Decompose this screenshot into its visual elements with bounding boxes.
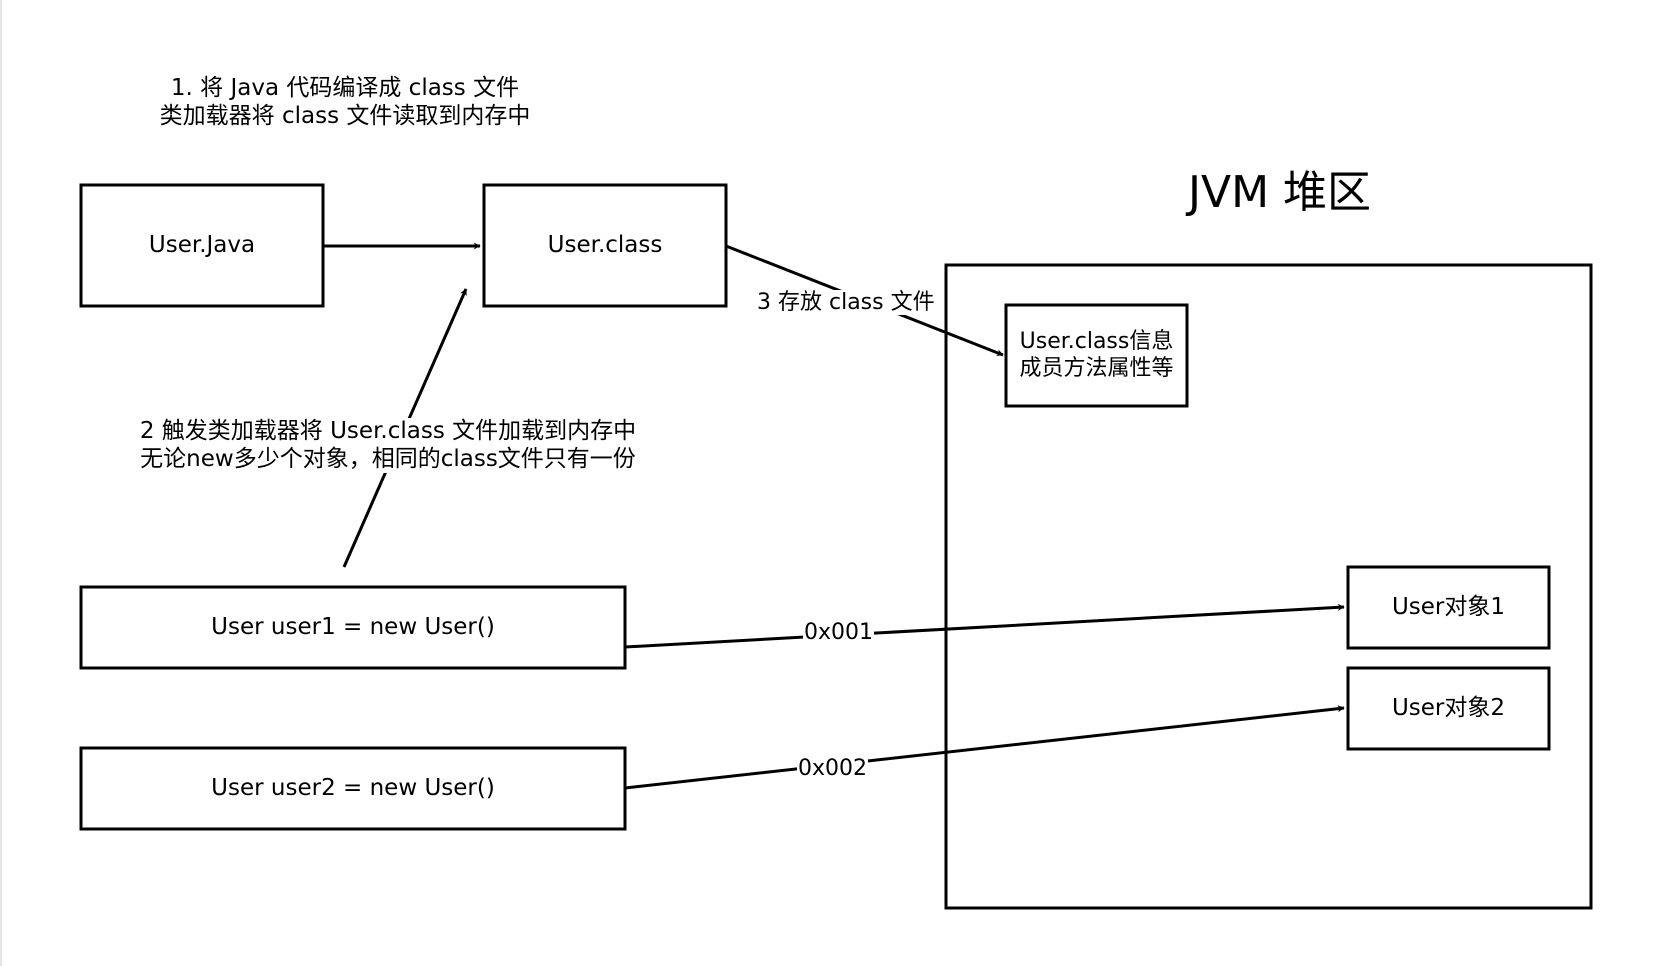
class-info-line-2: 成员方法属性等 — [1019, 355, 1174, 381]
edge-user1-to-object1 — [624, 603, 1345, 649]
step2-line-2: 无论new多少个对象，相同的class文件只有一份 — [140, 445, 636, 472]
class-info-label: User.class信息 成员方法属性等 — [1006, 305, 1187, 406]
ref2-edge-label: 0x002 — [797, 756, 869, 782]
user1-decl-text: User user1 = new User() — [211, 613, 495, 640]
step2-annotation: 2 触发类加载器将 User.class 文件加载到内存中 无论new多少个对象… — [128, 418, 648, 474]
object1-text: User对象1 — [1391, 593, 1506, 620]
object2-text: User对象2 — [1391, 694, 1506, 721]
user-java-box — [79, 183, 325, 308]
object2-box — [1346, 666, 1551, 751]
user1-decl-label: User user1 = new User() — [81, 587, 625, 668]
user2-decl-text: User user2 = new User() — [211, 774, 495, 801]
jvm-heap-title: JVM 堆区 — [1188, 167, 1372, 218]
user2-decl-box — [79, 746, 627, 831]
user-class-box — [482, 183, 728, 308]
step2-line-1: 2 触发类加载器将 User.class 文件加载到内存中 — [139, 418, 637, 444]
object2-label: User对象2 — [1348, 668, 1549, 749]
user1-decl-box — [79, 585, 627, 670]
object1-box — [1346, 565, 1551, 650]
step1-line-1: 1. 将 Java 代码编译成 class 文件 — [170, 75, 520, 101]
class-info-box — [1004, 303, 1189, 408]
edge-user2-to-object2 — [624, 705, 1345, 790]
user-class-text: User.class — [547, 231, 663, 258]
left-edge-strip — [0, 0, 2, 966]
user2-decl-label: User user2 = new User() — [81, 748, 625, 829]
step1-annotation: 1. 将 Java 代码编译成 class 文件 类加载器将 class 文件读… — [140, 75, 550, 130]
ref1-edge-label: 0x001 — [803, 620, 875, 646]
user-java-label: User.Java — [81, 185, 323, 306]
step1-line-2: 类加载器将 class 文件读取到内存中 — [159, 102, 531, 129]
class-info-line-1: User.class信息 — [1019, 329, 1174, 355]
object1-label: User对象1 — [1348, 567, 1549, 648]
user-java-text: User.Java — [148, 231, 256, 258]
user-class-label: User.class — [484, 185, 726, 306]
step3-edge-label: 3 存放 class 文件 — [756, 290, 936, 316]
